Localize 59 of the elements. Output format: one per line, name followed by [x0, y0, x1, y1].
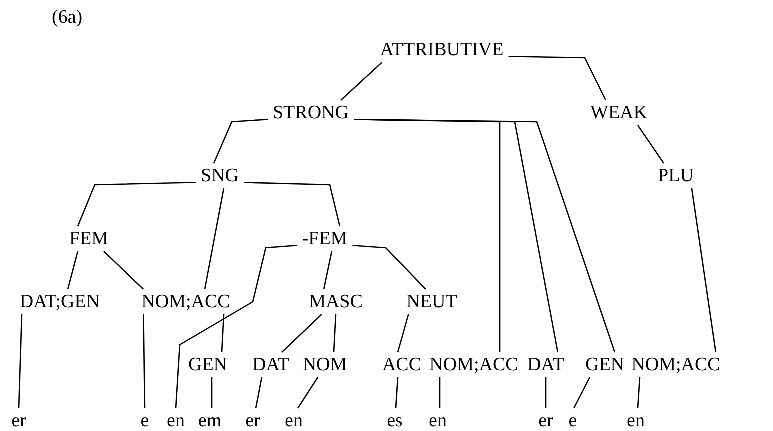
inflection-ending: en [167, 412, 185, 430]
tree-branch [213, 119, 268, 164]
inflection-ending: es [387, 412, 403, 430]
tree-branch [637, 377, 641, 409]
category-label: GEN [188, 356, 228, 374]
tree-branch [211, 378, 213, 408]
inflection-ending: en [627, 412, 645, 430]
tree-branch [175, 245, 298, 409]
category-label: GEN [585, 356, 625, 374]
tree-branch [354, 119, 616, 353]
tree-branch [340, 62, 383, 101]
category-label: FEM [69, 230, 109, 248]
tree-branch [143, 314, 146, 408]
inflection-ending: em [198, 412, 222, 430]
category-label: NOM [302, 356, 348, 374]
inflection-ending: er [12, 412, 26, 430]
tree-branch [573, 377, 591, 409]
tree-branch [545, 378, 547, 408]
tree-branch [204, 188, 225, 290]
tree-branch [77, 182, 196, 227]
category-label: SNG [201, 166, 239, 186]
tree-branch [282, 314, 322, 353]
tree-branch [691, 188, 717, 353]
category-label: DAT;GEN [20, 292, 100, 312]
inflection-ending: en [429, 412, 447, 430]
tree-branch [395, 377, 399, 409]
category-label: NOM;ACC [142, 292, 230, 312]
tree-branch [323, 251, 333, 290]
category-label: NEUT [406, 292, 458, 312]
inflection-ending: e [140, 412, 150, 430]
inflection-ending: en [285, 412, 303, 430]
tree-branch [352, 245, 426, 290]
category-label: ATTRIBUTIVE [380, 40, 504, 60]
tree-branch [18, 314, 23, 409]
tree-branch [221, 314, 225, 353]
category-label: DAT [252, 356, 290, 374]
category-label: -FEM [302, 230, 348, 248]
category-label: NOM;ACC [632, 356, 720, 374]
tree-branch [104, 251, 144, 290]
tree-branch [244, 182, 341, 227]
tree-branch [508, 56, 607, 101]
tree-branch [67, 251, 79, 290]
inflection-ending: e [568, 412, 578, 430]
category-label: STRONG [273, 104, 349, 122]
category-label: WEAK [590, 104, 648, 122]
inflection-ending: er [538, 412, 554, 430]
category-label: NOM;ACC [430, 356, 518, 374]
category-label: MASC [309, 292, 363, 312]
example-number: (6a) [52, 6, 83, 30]
category-label: PLU [658, 166, 694, 186]
tree-branch [333, 314, 337, 353]
tree-branch [297, 377, 319, 409]
inflection-ending: er [246, 412, 260, 430]
tree-branch [255, 377, 263, 409]
tree-branch [637, 125, 665, 164]
category-label: ACC [382, 356, 422, 374]
tree-branch [439, 378, 441, 408]
category-label: DAT [528, 356, 564, 374]
tree-branch [397, 314, 410, 353]
